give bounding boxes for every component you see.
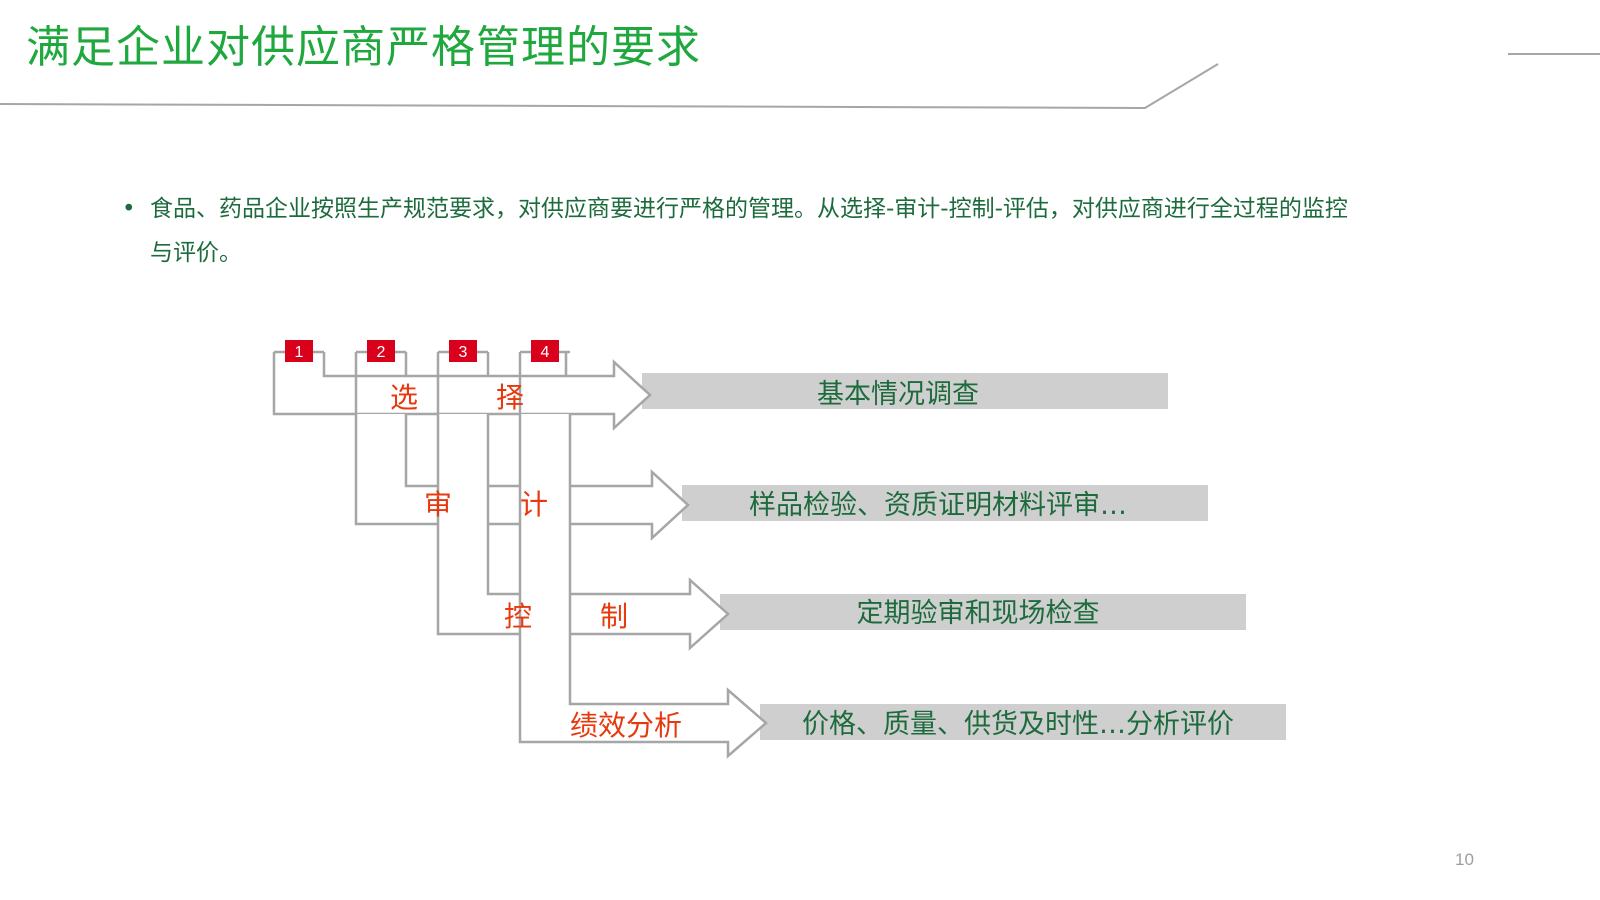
badge-2-number: 2 [377, 344, 386, 361]
badge-4-number: 4 [541, 344, 550, 361]
stage-2-label-b: 计 [520, 488, 548, 521]
bullet-text: 食品、药品企业按照生产规范要求，对供应商要进行严格的管理。从选择-审计-控制-评… [150, 196, 1348, 266]
stage-2-description: 样品检验、资质证明材料评审… [749, 490, 1127, 521]
stage-bar-1 [642, 373, 1168, 409]
badge-3 [449, 340, 477, 362]
top-connector [322, 352, 568, 378]
badge-3-number: 3 [459, 344, 468, 361]
stage-arrow-3 [436, 414, 730, 651]
stage-3-label-a: 控 [504, 600, 532, 633]
bullet-marker: • [122, 196, 136, 222]
header-rule [0, 63, 1219, 110]
page-title: 满足企业对供应商严格管理的要求 [26, 22, 701, 73]
bullet-paragraph: • 食品、药品企业按照生产规范要求，对供应商要进行严格的管理。从选择-审计-控制… [122, 187, 1362, 275]
header-decoration [0, 53, 1600, 110]
stage-arrow-1 [272, 352, 652, 431]
stage-4-label: 绩效分析 [570, 709, 682, 742]
stage-1-description: 基本情况调查 [817, 379, 979, 410]
badge-2 [367, 340, 395, 362]
page-number: 10 [1455, 850, 1474, 869]
badge-1 [285, 340, 313, 362]
stage-3-description: 定期验审和现场检查 [857, 598, 1100, 629]
stage-bar-2 [682, 485, 1208, 521]
stage-1-label-a: 选 [390, 381, 418, 414]
stage-bar-3 [720, 594, 1246, 630]
stage-bar-4 [760, 704, 1286, 740]
stage-2-label-a: 审 [424, 488, 452, 521]
badge-4 [531, 340, 559, 362]
stage-1-label-b: 择 [496, 381, 524, 414]
stage-3-label-b: 制 [600, 600, 628, 633]
stage-4-description: 价格、质量、供货及时性…分析评价 [802, 709, 1234, 740]
badge-1-number: 1 [295, 344, 304, 361]
stage-arrow-4 [518, 414, 768, 759]
